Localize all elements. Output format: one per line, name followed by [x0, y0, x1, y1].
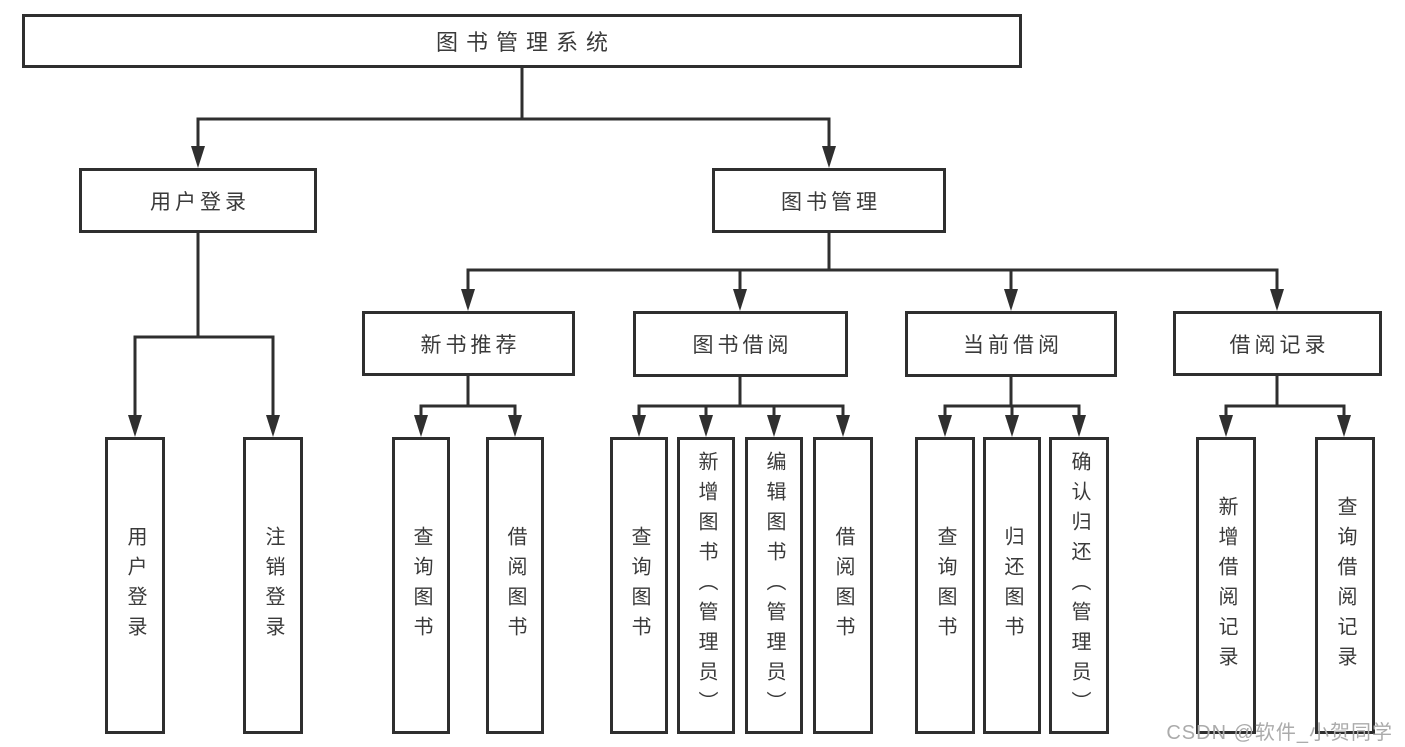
node-borrow-records-label: 借阅记录: [1229, 333, 1330, 357]
leaf-borrow-book-recommend: 借阅图书: [486, 437, 544, 734]
leaf-query-book-borrow: 查询图书: [610, 437, 668, 734]
node-root-label: 图书管理系统: [435, 30, 616, 55]
leaf-query-book-recommend: 查询图书: [392, 437, 450, 734]
leaf-add-borrow-record-label: 新增借阅记录: [1215, 495, 1237, 676]
node-current-borrow-label: 当前借阅: [963, 334, 1063, 357]
node-book-borrow-label: 图书借阅: [692, 334, 793, 357]
node-user-login-label: 用户登录: [150, 190, 250, 214]
node-borrow-records: 借阅记录: [1173, 311, 1382, 376]
leaf-confirm-return-admin: 确认归还（管理员）: [1049, 437, 1109, 734]
leaf-query-borrow-record: 查询借阅记录: [1315, 437, 1375, 734]
watermark: CSDN @软件_小贺同学: [1166, 722, 1393, 744]
node-book-management-label: 图书管理: [781, 190, 881, 214]
node-new-book-recommend-label: 新书推荐: [420, 333, 521, 357]
leaf-confirm-return-admin-label: 确认归还（管理员）: [1068, 450, 1090, 721]
leaf-query-borrow-record-label: 查询借阅记录: [1334, 495, 1356, 676]
node-book-management: 图书管理: [712, 168, 946, 233]
leaf-add-borrow-record: 新增借阅记录: [1196, 437, 1256, 734]
leaf-add-book-admin-label: 新增图书（管理员）: [695, 450, 717, 721]
leaf-borrow-book-label: 借阅图书: [832, 525, 854, 646]
leaf-borrow-book-recommend-label: 借阅图书: [504, 525, 526, 646]
leaf-logout-label: 注销登录: [262, 525, 284, 646]
leaf-logout: 注销登录: [243, 437, 303, 734]
leaf-query-book-current: 查询图书: [915, 437, 975, 734]
leaf-edit-book-admin-label: 编辑图书（管理员）: [763, 450, 785, 721]
leaf-query-book-recommend-label: 查询图书: [410, 525, 432, 646]
leaf-return-book: 归还图书: [983, 437, 1041, 734]
node-new-book-recommend: 新书推荐: [362, 311, 575, 376]
leaf-return-book-label: 归还图书: [1001, 525, 1023, 646]
leaf-user-login-label: 用户登录: [124, 525, 146, 646]
leaf-edit-book-admin: 编辑图书（管理员）: [745, 437, 803, 734]
node-current-borrow: 当前借阅: [905, 311, 1117, 377]
node-user-login: 用户登录: [79, 168, 317, 233]
node-root: 图书管理系统: [22, 14, 1022, 68]
leaf-query-book-current-label: 查询图书: [934, 525, 956, 646]
leaf-user-login: 用户登录: [105, 437, 165, 734]
leaf-borrow-book: 借阅图书: [813, 437, 873, 734]
leaf-query-book-borrow-label: 查询图书: [628, 525, 650, 646]
node-book-borrow: 图书借阅: [633, 311, 848, 377]
leaf-add-book-admin: 新增图书（管理员）: [677, 437, 735, 734]
